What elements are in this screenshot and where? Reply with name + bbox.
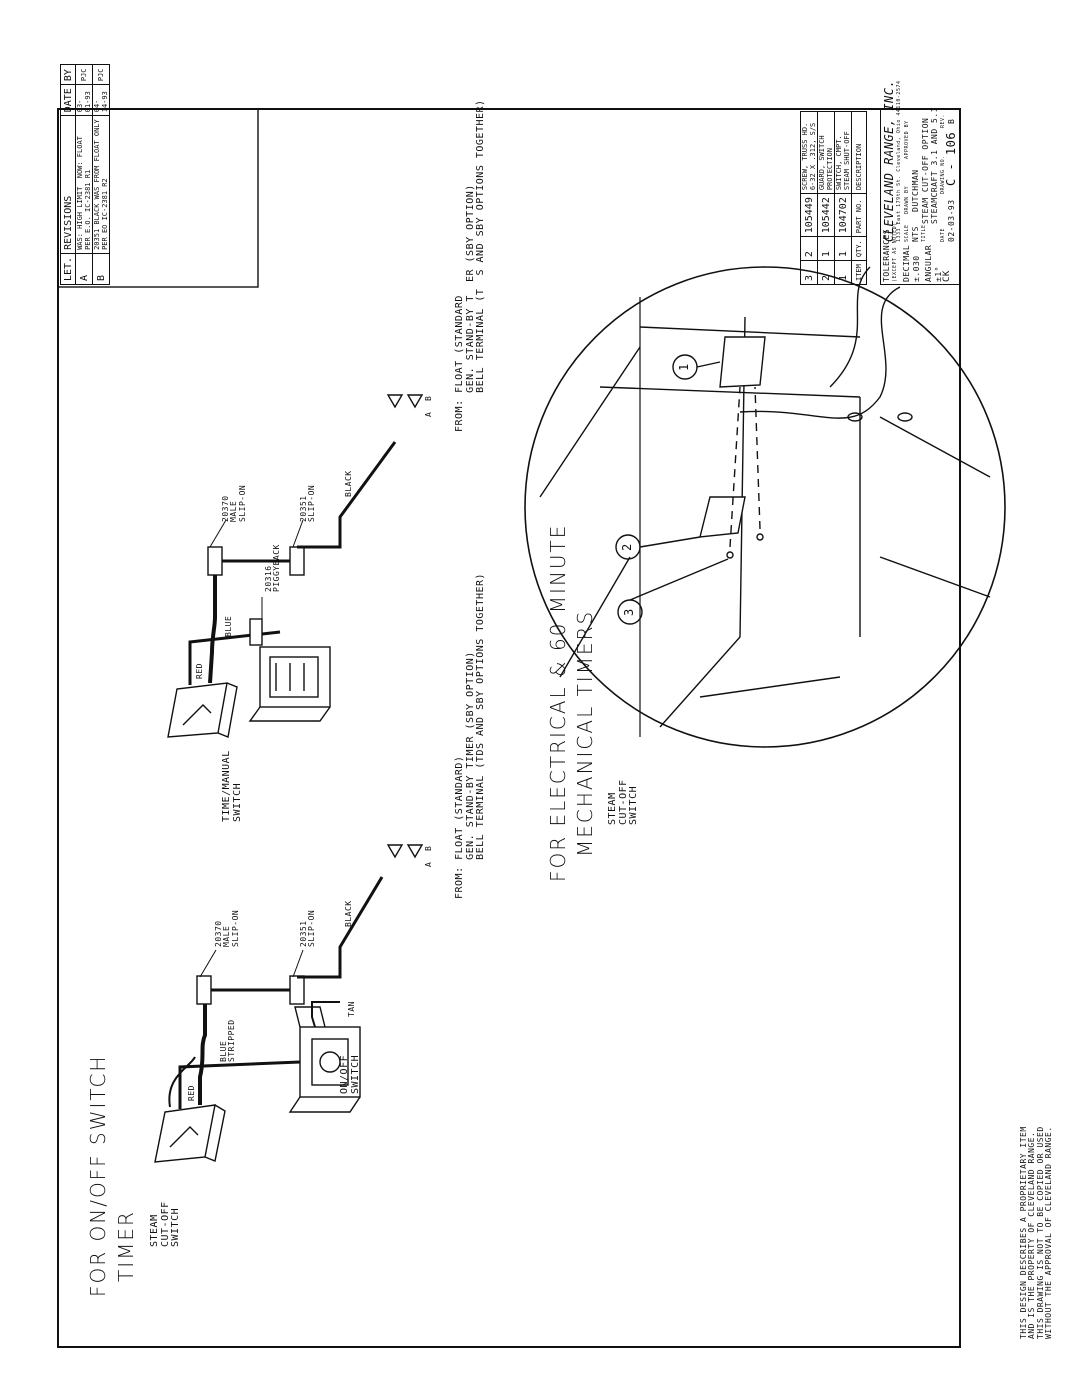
rev-header-let: LET. — [60, 253, 76, 285]
callout-2: 2 — [620, 543, 634, 551]
table-row: 1 1 104702 SWITCH, CMPT. STEAM SHUT-OFF — [834, 111, 852, 285]
rev-header-by: BY — [60, 65, 76, 85]
table-row: A WAS: HIGH LIMIT NOW: FLOAT PER E.O. IC… — [75, 65, 93, 285]
section1-wire-blue-stripped: BLUE STRIPPED — [219, 1019, 237, 1062]
section1-rev-marks: A B — [424, 845, 433, 867]
section2-connector-20370: 20370 MALE SLIP-ON — [221, 484, 247, 522]
sheet-border — [57, 108, 961, 1348]
company-address: 1333 East 179th St. Cleveland, Ohio 4411… — [896, 80, 902, 242]
section1-from-note: FROM: FLOAT (STANDARD) GEN. STAND-BY TIM… — [454, 572, 486, 899]
section1-wire-red: RED — [187, 1085, 196, 1101]
bom-desc: GUARD, SWITCH PROTECTION — [817, 111, 835, 194]
drawing-no-value: C - 106 — [944, 131, 958, 186]
section2-connector-20351: 20351 SLIP-ON — [299, 484, 317, 522]
bom-table: 3 2 105449 SCREW, TRUSS HD. 6-32 X .312,… — [800, 111, 867, 285]
bom-item: 2 — [817, 260, 835, 285]
bom-header-item: ITEM — [851, 260, 867, 285]
drawn-by-label: DRAWN BY — [904, 185, 910, 214]
callout-1: 1 — [677, 363, 691, 371]
bom-item: 3 — [800, 260, 818, 285]
rev-value: B — [947, 118, 956, 124]
bom-item: 1 — [834, 260, 852, 285]
section1-connector-20351: 20351 SLIP-ON — [299, 909, 317, 947]
rev-header-date: DATE — [60, 84, 76, 116]
angular-label: ANGULAR — [924, 244, 933, 282]
section1-wire-black: BLACK — [344, 900, 353, 927]
bom-part: 104702 — [834, 193, 852, 237]
rev-by: PJC — [75, 65, 93, 85]
section2-wire-black: BLACK — [344, 470, 353, 497]
approved-by-label: APPROVED BY — [904, 120, 910, 159]
section1-onoff-switch-label: ON/OFF SWITCH — [339, 1054, 361, 1094]
section2-title-line1: FOR ELECTRICAL & 60 MINUTE — [546, 523, 570, 882]
section2-time-manual-label: TIME/MANUAL SWITCH — [221, 750, 243, 822]
rev-date: 03-01-93 — [75, 84, 93, 116]
section2-wire-blue: BLUE — [224, 615, 233, 637]
drawing-title-line2: STEAMCRAFT 3.1 AND 5.1 — [930, 107, 939, 224]
section2-steam-switch-label: STEAM CUT-OFF SWITCH — [607, 779, 639, 825]
title-label: TITLE — [921, 224, 927, 242]
table-row: 2 1 105442 GUARD, SWITCH PROTECTION — [817, 111, 835, 285]
rev-header-revisions: REVISIONS — [60, 115, 76, 254]
rev-date: 04-14-93 — [92, 84, 110, 116]
bom-desc: SWITCH, CMPT. STEAM SHUT-OFF — [834, 111, 852, 194]
section2-wire-red: RED — [195, 663, 204, 679]
revisions-table: LET. REVISIONS DATE BY A WAS: HIGH LIMIT… — [60, 65, 110, 286]
rev-let: B — [92, 253, 110, 285]
rev-text: WAS: HIGH LIMIT NOW: FLOAT PER E.O. IC-2… — [75, 115, 93, 254]
bom-qty: 1 — [834, 236, 852, 261]
bom-part: 105449 — [800, 193, 818, 237]
section1-wire-tan: TAN — [347, 1001, 356, 1017]
decimal-label: DECIMAL — [902, 244, 911, 282]
date-value: 02-03-93 — [947, 199, 956, 242]
section1-title-line1: FOR ON/OFF SWITCH — [86, 1054, 110, 1297]
bom-part: 105442 — [817, 193, 835, 237]
scale-label: SCALE — [904, 224, 910, 242]
title-block: TOLERANCES (EXCEPT AS NOTED) DECIMAL ±.0… — [880, 80, 960, 285]
callout-3: 3 — [622, 608, 636, 616]
section1-connector-20370: 20370 MALE SLIP-ON — [214, 909, 240, 947]
section1-steam-switch-label: STEAM CUT-OFF SWITCH — [149, 1201, 181, 1247]
table-row: B 20351 BLACK WAS FROM FLOAT ONLY PER EO… — [92, 65, 110, 285]
rev-let: A — [75, 253, 93, 285]
decimal-value: ±.030 — [912, 255, 921, 282]
bom-header-part: PART NO. — [851, 193, 867, 237]
section2-from-note: FROM: FLOAT (STANDARD GEN. STAND-BY T ER… — [454, 99, 486, 432]
detail-view — [524, 266, 1006, 748]
table-row: 3 2 105449 SCREW, TRUSS HD. 6-32 X .312,… — [800, 111, 818, 285]
rev-label: REV. — [940, 113, 946, 128]
rev-text: 20351 BLACK WAS FROM FLOAT ONLY PER EO I… — [92, 115, 110, 254]
bom-qty: 1 — [817, 236, 835, 261]
section1-title-line2: TIMER — [114, 1210, 138, 1282]
section2-diagram — [167, 394, 424, 738]
proprietary-note: THIS DESIGN DESCRIBES A PROPRIETARY ITEM… — [1019, 1126, 1054, 1339]
rev-by: PJC — [92, 65, 110, 85]
section1-diagram — [154, 844, 424, 1163]
bom-qty: 2 — [800, 236, 818, 261]
scale-value: NTS — [911, 226, 920, 242]
drawn-by-value: DUTCHMAN — [911, 169, 920, 212]
section2-connector-20316: 20316 PIGGYBACK — [264, 544, 282, 592]
section2-rev-marks: A B — [424, 395, 433, 417]
date-label: DATE — [940, 227, 946, 242]
company-name: CLEVELAND RANGE, INC. — [882, 79, 896, 242]
ck-label: CK — [942, 270, 952, 282]
revisions-frame — [57, 108, 259, 288]
bom-header-qty: QTY. — [851, 236, 867, 261]
section2-title-line2: MECHANICAL TIMERS — [573, 609, 597, 857]
bom-desc: SCREW, TRUSS HD. 6-32 X .312, S/S — [800, 111, 818, 194]
bom-header-desc: DESCRIPTION — [851, 111, 867, 194]
